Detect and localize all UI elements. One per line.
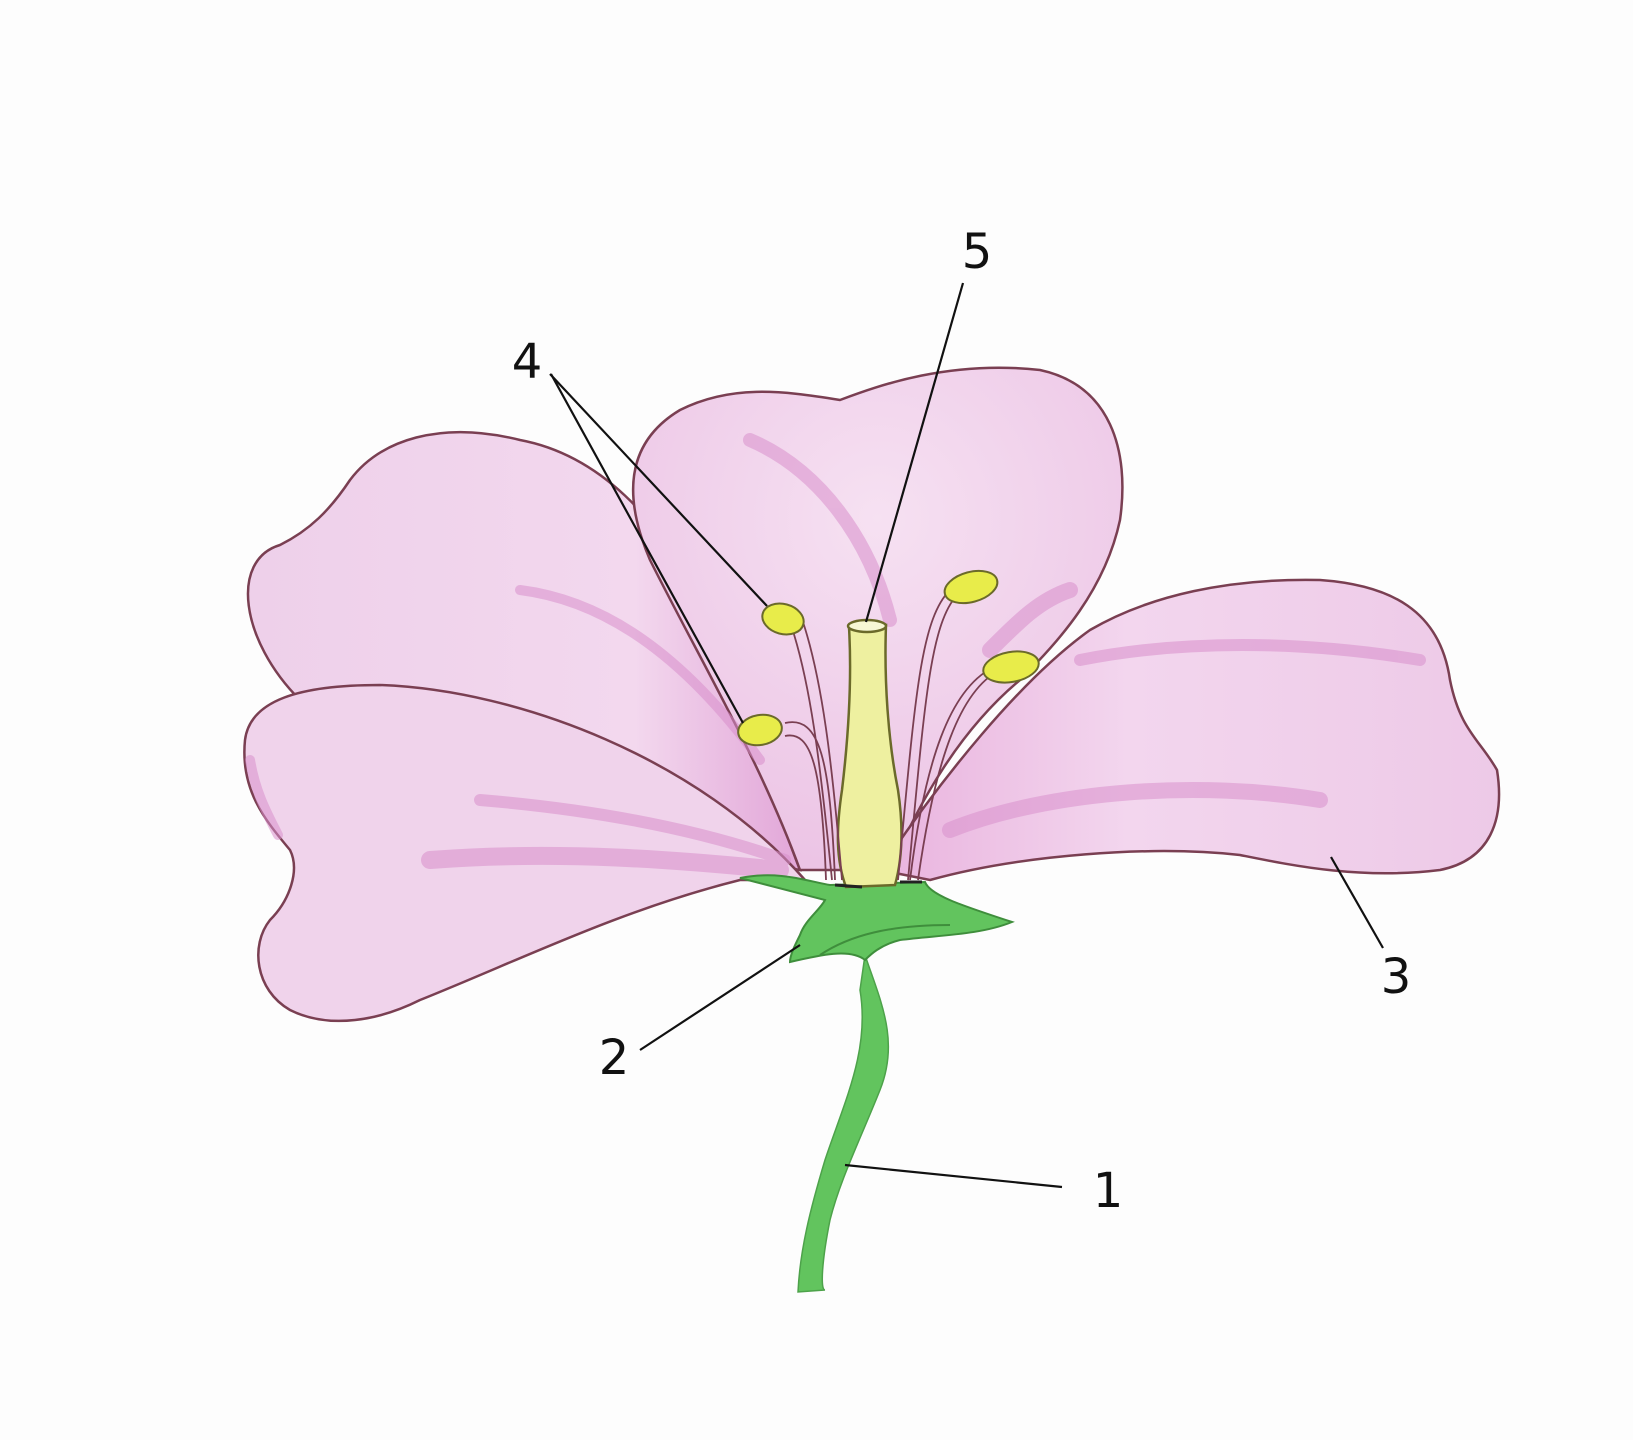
filaments: [784, 589, 1001, 881]
pistil: [836, 623, 903, 889]
sepal-fold-line: [819, 924, 951, 956]
petal-shading: [245, 433, 1426, 879]
leader-line-stem: [844, 1163, 1063, 1189]
label-stamens: 4: [512, 334, 543, 390]
anther: [982, 650, 1040, 684]
label-pistil: 5: [962, 224, 993, 280]
label-sepal: 2: [599, 1030, 630, 1086]
label-stem: 1: [1093, 1163, 1124, 1219]
label-petal: 3: [1381, 949, 1412, 1005]
anthers: [737, 569, 1040, 747]
anther: [761, 602, 805, 636]
stem: [797, 954, 890, 1293]
receptacle-marks: [834, 880, 922, 889]
leader-line-stamen-a: [549, 373, 768, 607]
leader-line-petal: [1330, 856, 1384, 949]
anther: [737, 713, 783, 747]
leader-line-stamen-b: [550, 373, 744, 724]
leader-line-pistil: [864, 282, 965, 623]
leader-lines: [549, 282, 1384, 1189]
leader-line-sepal: [639, 944, 801, 1051]
sepal: [739, 874, 1015, 964]
anther: [943, 569, 999, 605]
